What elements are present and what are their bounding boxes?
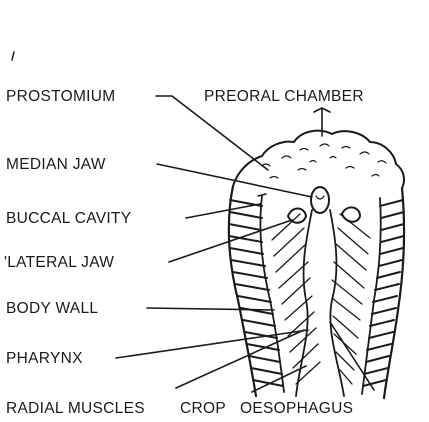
median-jaw [311,187,329,213]
stray-mark [12,52,14,60]
labels: PROSTOMIUM PREORAL CHAMBER MEDIAN JAW BU… [4,88,364,417]
leader-prostomium [156,96,268,170]
lateral-jaw-right [342,207,360,221]
label-median-jaw: MEDIAN JAW [6,156,106,173]
label-prostomium: PROSTOMIUM [6,88,116,105]
label-buccal-cavity: BUCCAL CAVITY [6,210,131,227]
label-crop: CROP [180,400,226,417]
label-body-wall: BODY WALL [6,300,98,317]
label-radial-muscles: RADIAL MUSCLES [6,400,145,417]
buccal-mark [258,194,266,196]
inner-wall-right [362,198,381,394]
label-oesophagus: OESOPHAGUS [240,400,353,417]
outer-wall-right [384,188,404,398]
label-pharynx: PHARYNX [6,350,83,367]
label-preoral-chamber: PREORAL CHAMBER [204,88,364,105]
prostomium-surface [233,131,404,188]
lumen-right-edge [330,210,344,396]
outer-wall-left [229,186,256,396]
right-muscle-segments [363,200,404,386]
leader-radial-muscles [176,330,304,388]
prostomium-stipple [262,144,386,178]
specimen-drawing [229,131,404,398]
leader-median-jaw [157,164,312,197]
label-lateral-jaw: 'LATERAL JAW [4,254,114,271]
leader-body-wall [147,308,274,310]
median-jaw-detail [316,196,324,199]
pharynx-hatching-right [332,214,370,384]
